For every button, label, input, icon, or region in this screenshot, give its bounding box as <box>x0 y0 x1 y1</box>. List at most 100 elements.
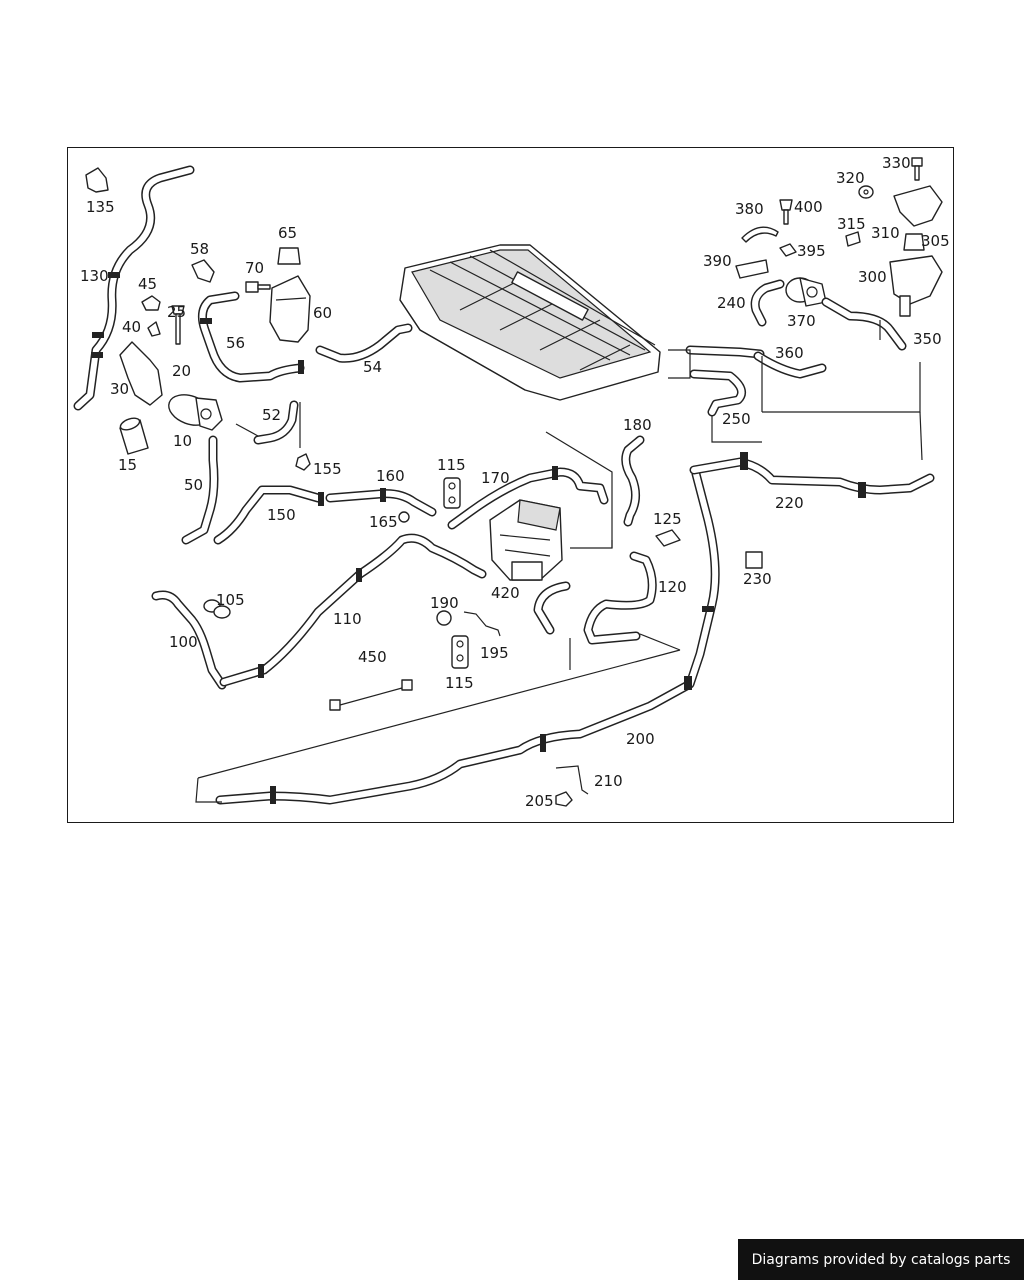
clip-58 <box>191 259 215 283</box>
bracket-135 <box>85 167 109 193</box>
label-65: 65 <box>278 224 297 242</box>
grommet-165 <box>398 511 410 523</box>
label-420: 420 <box>491 584 520 602</box>
label-130: 130 <box>80 267 109 285</box>
nut-205 <box>555 791 573 807</box>
label-390: 390 <box>703 252 732 270</box>
label-10: 10 <box>173 432 192 450</box>
label-310: 310 <box>871 224 900 242</box>
hose-170 <box>447 466 609 530</box>
clamp-105 <box>203 599 231 619</box>
label-380: 380 <box>735 200 764 218</box>
label-70: 70 <box>245 259 264 277</box>
hose-240 <box>750 279 785 327</box>
bracket-380 <box>741 226 779 243</box>
hose-54 <box>315 323 413 363</box>
hose-50 <box>181 435 219 545</box>
label-56: 56 <box>226 334 245 352</box>
label-330: 330 <box>882 154 911 172</box>
hose-180 <box>621 435 645 527</box>
insulator-15 <box>119 417 149 455</box>
label-155: 155 <box>313 460 342 478</box>
clip-125 <box>655 529 681 547</box>
label-305: 305 <box>921 232 950 250</box>
label-150: 150 <box>267 506 296 524</box>
strap-450 <box>329 679 413 711</box>
bracket-20 <box>119 341 163 406</box>
hose-to-350 <box>821 297 907 351</box>
pump-10 <box>168 394 223 431</box>
plug-190 <box>436 610 452 626</box>
bolt-25 <box>171 305 185 345</box>
nut-395 <box>779 243 797 257</box>
part-labels: 135 130 45 40 25 20 30 10 15 58 70 65 60… <box>80 154 950 810</box>
label-54: 54 <box>363 358 382 376</box>
label-60: 60 <box>313 304 332 322</box>
label-115-top: 115 <box>437 456 466 474</box>
hose-110 <box>219 533 487 687</box>
bracket-390 <box>735 259 769 279</box>
label-210: 210 <box>594 772 623 790</box>
label-110: 110 <box>333 610 362 628</box>
clip-155 <box>295 453 311 471</box>
bracket-210 <box>555 765 589 795</box>
bolt-400 <box>779 199 793 225</box>
label-240: 240 <box>717 294 746 312</box>
label-25: 25 <box>167 303 186 321</box>
hose-130 <box>73 165 195 411</box>
hose-160 <box>325 488 437 517</box>
label-165: 165 <box>369 513 398 531</box>
line-220 <box>689 452 935 498</box>
clip-115-bottom <box>451 635 469 669</box>
label-315: 315 <box>837 215 866 233</box>
reservoir-60 <box>269 275 311 343</box>
bolt-330 <box>911 157 923 181</box>
label-30: 30 <box>110 380 129 398</box>
hose-56 <box>197 291 305 383</box>
label-135: 135 <box>86 198 115 216</box>
label-190: 190 <box>430 594 459 612</box>
label-360: 360 <box>775 344 804 362</box>
bolt-315 <box>845 231 861 247</box>
label-370: 370 <box>787 312 816 330</box>
label-300: 300 <box>858 268 887 286</box>
label-250: 250 <box>722 410 751 428</box>
label-400: 400 <box>794 198 823 216</box>
label-15: 15 <box>118 456 137 474</box>
bracket-310 <box>893 185 943 227</box>
footer-credit-badge: Diagrams provided by catalogs parts <box>738 1239 1024 1280</box>
washer-320 <box>858 185 874 199</box>
label-52: 52 <box>262 406 281 424</box>
label-450: 450 <box>358 648 387 666</box>
label-45: 45 <box>138 275 157 293</box>
diagram-frame <box>67 147 954 823</box>
label-100: 100 <box>169 633 198 651</box>
leader-lines <box>195 320 923 803</box>
cap-305 <box>903 233 925 251</box>
bracket-195 <box>463 611 501 637</box>
hose-100 <box>151 590 227 690</box>
label-20: 20 <box>172 362 191 380</box>
label-170: 170 <box>481 469 510 487</box>
line-200 <box>215 469 720 805</box>
hose-150 <box>213 485 324 545</box>
cap-65 <box>277 247 301 265</box>
bolt-70 <box>245 281 271 293</box>
battery-pack <box>399 244 661 401</box>
label-125: 125 <box>653 510 682 528</box>
label-320: 320 <box>836 169 865 187</box>
label-40: 40 <box>122 318 141 336</box>
label-115-bottom: 115 <box>445 674 474 692</box>
hose-120 <box>583 551 657 645</box>
label-195: 195 <box>480 644 509 662</box>
label-50: 50 <box>184 476 203 494</box>
valve-block-420 <box>489 499 563 581</box>
label-395: 395 <box>797 242 826 260</box>
sleeve-230 <box>745 551 763 569</box>
label-120: 120 <box>658 578 687 596</box>
label-180: 180 <box>623 416 652 434</box>
label-230: 230 <box>743 570 772 588</box>
label-58: 58 <box>190 240 209 258</box>
hose-near-420 <box>533 581 571 635</box>
label-105: 105 <box>216 591 245 609</box>
